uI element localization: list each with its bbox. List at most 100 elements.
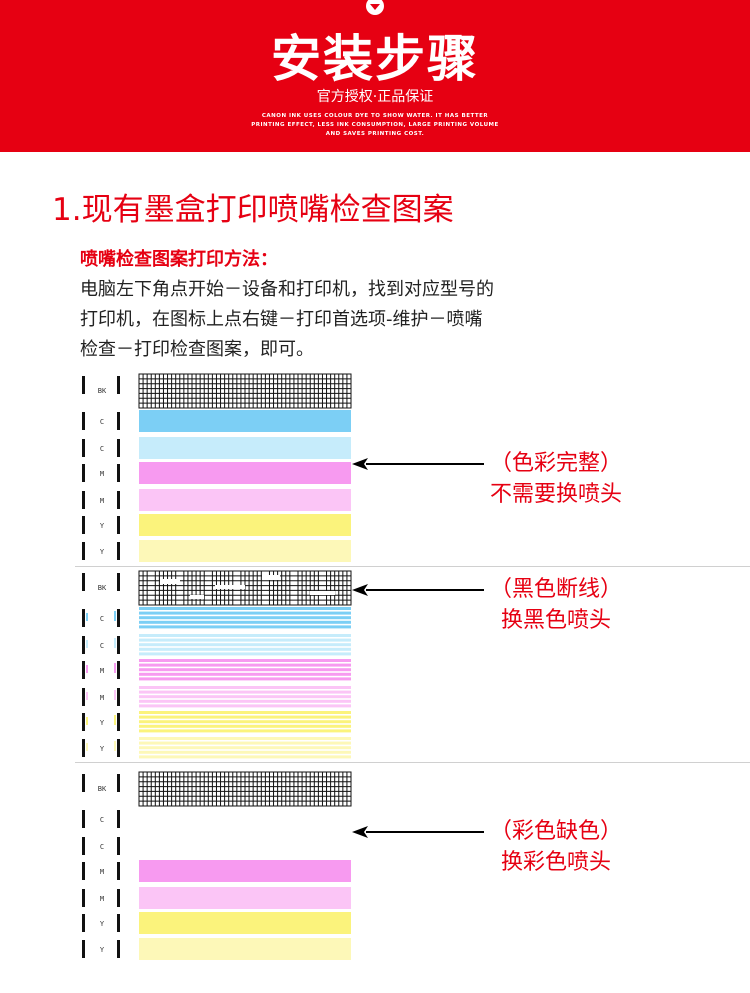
channel-label: C [100, 816, 104, 824]
method-instructions: 电脑左下角点开始－设备和打印机，找到对应型号的 打印机，在图标上点右键－打印首选… [80, 275, 640, 365]
color-band [139, 672, 351, 676]
status-label-line: 不需要换喷头 [489, 482, 622, 507]
tick-mark [82, 739, 85, 757]
channel-label: C [100, 642, 104, 650]
tick-mark [117, 940, 120, 958]
color-band [139, 715, 351, 719]
tick-mark [117, 542, 120, 560]
channel-label: M [100, 868, 104, 876]
tick-mark [82, 636, 85, 654]
color-speck [86, 640, 88, 648]
tick-mark [117, 491, 120, 509]
tick-mark [117, 464, 120, 482]
pointer-arrow-icon [352, 584, 484, 596]
color-band [139, 699, 351, 703]
color-band [139, 652, 351, 656]
color-band [139, 638, 351, 642]
tick-mark [117, 713, 120, 731]
color-strip [139, 887, 351, 909]
color-band [139, 729, 351, 733]
tick-mark [117, 376, 120, 394]
tick-mark [82, 412, 85, 430]
down-arrow-icon [366, 0, 384, 15]
tick-mark [82, 609, 85, 627]
color-strip [139, 514, 351, 536]
status-label-line: 换黑色喷头 [500, 608, 611, 633]
color-band [139, 625, 351, 629]
tick-mark [82, 376, 85, 394]
color-band [139, 620, 351, 624]
channel-label: Y [100, 920, 105, 928]
color-speck [86, 613, 88, 621]
color-band [139, 704, 351, 708]
tick-mark [117, 439, 120, 457]
status-label-color-missing: （彩色缺色） 换彩色喷头 [456, 816, 656, 878]
color-band [139, 668, 351, 672]
method-line: 打印机，在图标上点右键－打印首选项-维护－喷嘴 [80, 309, 483, 330]
color-strip [139, 489, 351, 511]
tick-mark [82, 862, 85, 880]
color-band [139, 695, 351, 699]
color-band [139, 724, 351, 728]
status-label-line: （黑色断线） [489, 577, 622, 602]
banner-english-text: CANON INK USES COLOUR DYE TO SHOW WATER.… [225, 112, 525, 139]
color-speck [86, 665, 88, 673]
broken-gap [310, 591, 335, 595]
color-band [139, 690, 351, 694]
status-label-line: （色彩完整） [489, 451, 622, 476]
tick-mark [82, 940, 85, 958]
channel-label: BK [98, 387, 107, 395]
color-strip [139, 912, 351, 934]
color-speck [86, 692, 88, 700]
black-grid-pattern [138, 373, 352, 409]
color-band [139, 607, 351, 610]
channel-label: BK [98, 584, 107, 592]
color-band [139, 634, 351, 637]
tick-mark [117, 914, 120, 932]
channel-label: C [100, 418, 104, 426]
tick-mark [117, 810, 120, 828]
tick-mark [82, 661, 85, 679]
color-band [139, 647, 351, 651]
method-heading: 喷嘴检查图案打印方法： [80, 249, 278, 270]
status-label-line: 换彩色喷头 [500, 850, 611, 875]
tick-mark [82, 914, 85, 932]
status-label-black-broken: （黑色断线） 换黑色喷头 [456, 574, 656, 636]
channel-label: M [100, 895, 104, 903]
color-strip [139, 540, 351, 562]
color-band [139, 737, 351, 740]
channel-label: C [100, 843, 104, 851]
black-grid-pattern [138, 771, 352, 807]
tick-mark [82, 810, 85, 828]
header-banner: 安装步骤 官方授权·正品保证 CANON INK USES COLOUR DYE… [0, 0, 750, 152]
tick-mark [82, 573, 85, 591]
color-band [139, 677, 351, 681]
color-band [139, 741, 351, 745]
banner-subtitle: 官方授权·正品保证 [316, 89, 434, 105]
channel-label: Y [100, 745, 105, 753]
channel-label: Y [100, 719, 105, 727]
banner-english-line: CANON INK USES COLOUR DYE TO SHOW WATER.… [261, 113, 489, 119]
color-band [139, 643, 351, 647]
color-strip [139, 437, 351, 459]
tick-mark [82, 464, 85, 482]
channel-label: C [100, 445, 104, 453]
tick-mark [117, 609, 120, 627]
method-line: 电脑左下角点开始－设备和打印机，找到对应型号的 [80, 279, 494, 300]
color-band [139, 611, 351, 615]
banner-english-line: PRINTING EFFECT, LESS INK CONSUMPTION, L… [251, 122, 499, 128]
divider [75, 762, 750, 763]
color-band [139, 686, 351, 689]
color-band [139, 663, 351, 667]
tick-mark [117, 862, 120, 880]
broken-gap [262, 575, 280, 580]
channel-label: M [100, 470, 104, 478]
color-speck [114, 715, 116, 725]
tick-mark [117, 573, 120, 591]
channel-label: Y [100, 946, 105, 954]
color-band [139, 616, 351, 620]
color-band [139, 659, 351, 662]
section-title: 1.现有墨盒打印喷嘴检查图案 [52, 192, 454, 228]
